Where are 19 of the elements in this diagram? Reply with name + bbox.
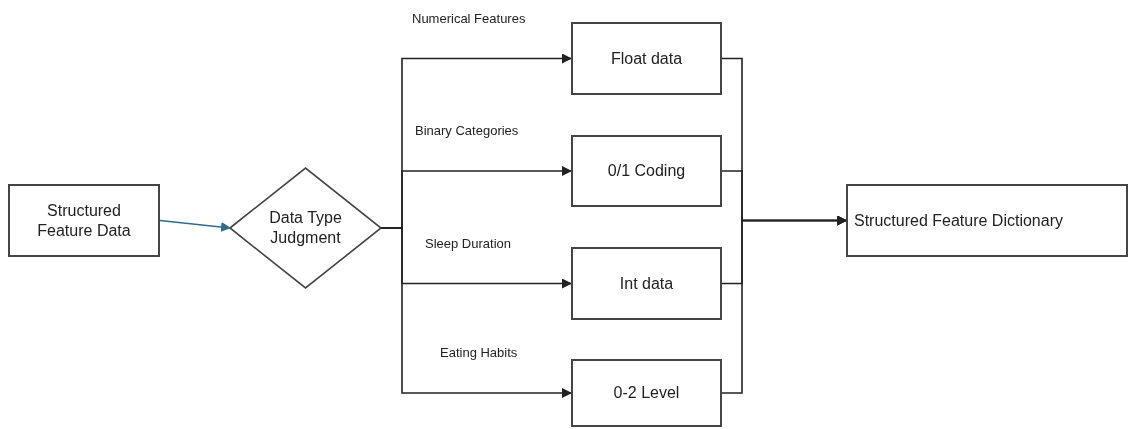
edge-label: Eating Habits: [438, 345, 520, 360]
node-text: Structured Feature Dictionary: [854, 210, 1063, 231]
node-text: Data Type Judgment: [268, 208, 343, 248]
edge-label: Binary Categories: [413, 123, 521, 138]
process-box: [846, 184, 1128, 257]
node-text: Float data: [610, 48, 683, 69]
arrow: [159, 219, 231, 232]
node-text: Structured Feature Data: [36, 200, 132, 241]
arrow: [721, 215, 847, 394]
node-text: Int data: [619, 273, 674, 294]
process-box: [8, 184, 160, 257]
node-text: 0-2 Level: [613, 383, 680, 403]
process-box: [571, 247, 722, 320]
node-text: 0/1 Coding: [607, 161, 686, 181]
process-box: [571, 135, 722, 207]
process-box: [571, 359, 722, 427]
arrow: [380, 227, 572, 398]
decision-diamond: [228, 166, 383, 290]
process-box: [571, 22, 722, 95]
